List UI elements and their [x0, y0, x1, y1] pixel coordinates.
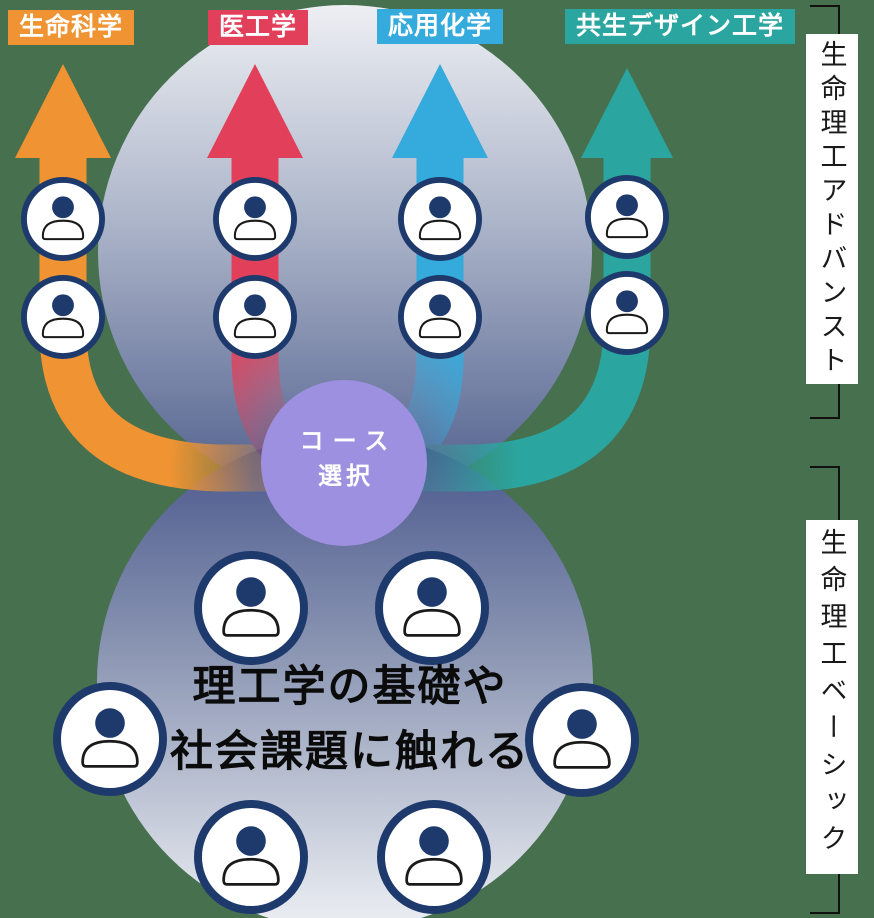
person-icon [21, 275, 105, 359]
basic-phase-label-box: 生命理工ベーシック [806, 520, 858, 874]
advanced-phase-label: 生命理工アドバンスト [816, 40, 847, 380]
person-icon [398, 177, 482, 261]
basic-stage-description-line2: 社会課題に触れる [170, 728, 530, 776]
course-selection-line1: コース [299, 428, 398, 455]
course-selection-line2: 選択 [318, 463, 374, 490]
course-label-life-science: 生命科学 [8, 10, 135, 45]
arrow-symbiotic-design [581, 68, 673, 158]
course-label-medical-engineering: 医工学 [208, 10, 309, 45]
person-icon [213, 275, 297, 359]
basic-phase-label: 生命理工ベーシック [816, 528, 847, 861]
person-icon [194, 551, 308, 665]
person-icon [194, 800, 308, 914]
course-label-symbiotic-design: 共生デザイン工学 [565, 9, 796, 44]
arrow-life-science [15, 64, 111, 158]
course-label-applied-chemistry: 応用化学 [377, 9, 504, 44]
person-icon [375, 551, 489, 665]
advanced-phase-label-box: 生命理工アドバンスト [806, 34, 858, 384]
basic-stage-description-line1: 理工学の基礎や [192, 663, 508, 711]
person-icon [398, 275, 482, 359]
person-icon [213, 177, 297, 261]
person-icon [585, 271, 669, 355]
basic-stage-description: 理工学の基礎や 社会課題に触れる [95, 655, 605, 785]
basic-stage-circle [97, 434, 593, 918]
person-icon [21, 177, 105, 261]
person-icon [585, 175, 669, 259]
course-selection-label: コース 選択 [262, 424, 426, 494]
course-selection-circle [261, 380, 427, 546]
arrow-applied-chemistry [392, 64, 488, 158]
arrow-medical-engineering [207, 64, 303, 158]
person-icon [377, 800, 491, 914]
